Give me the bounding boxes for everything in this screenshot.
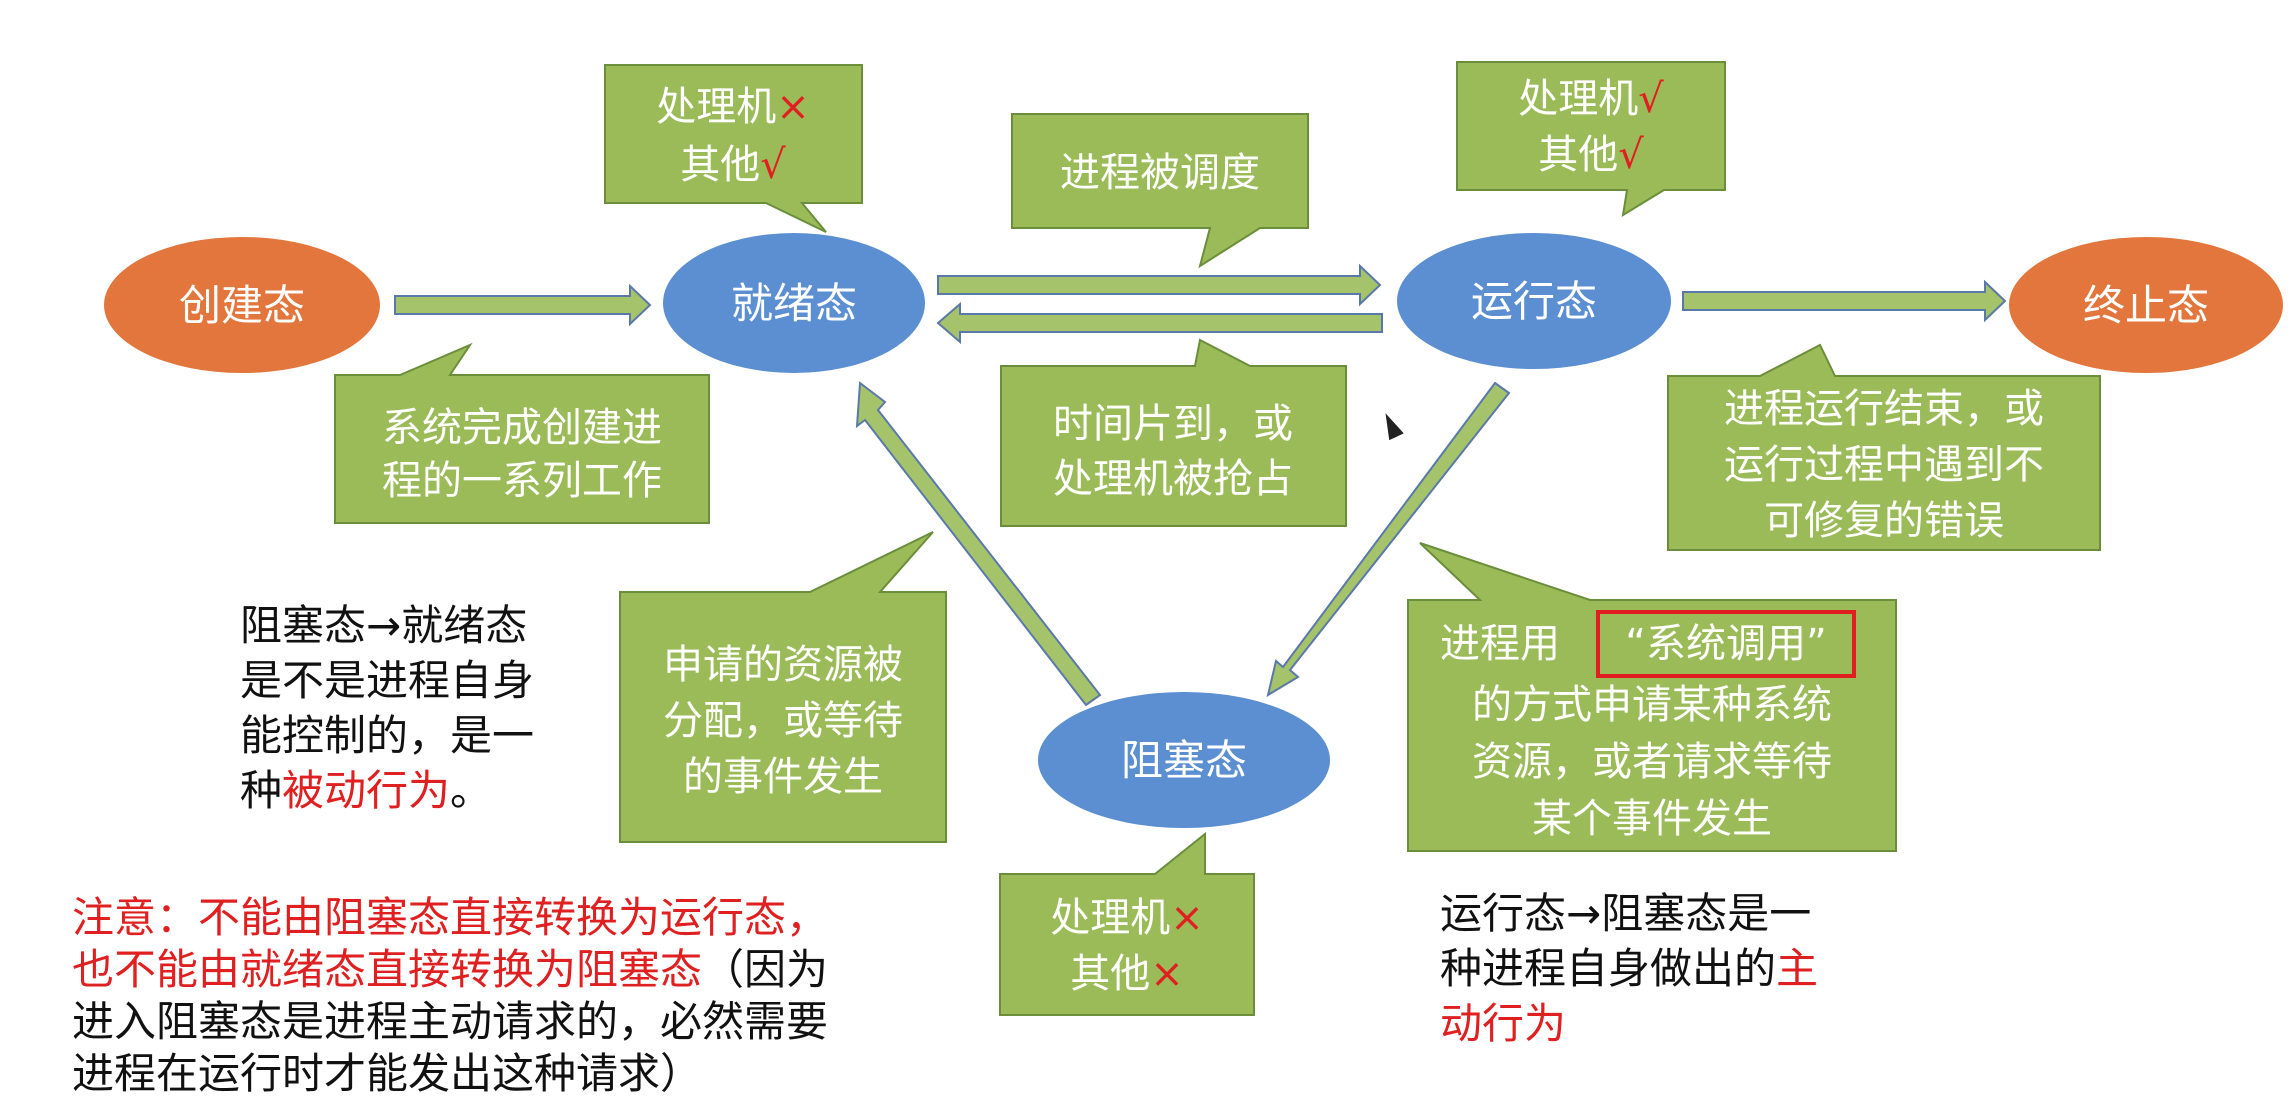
note-warning-line2: 也不能由就绪态直接转换为阻塞态（因为 [72,945,829,994]
arrow-running-to-ready [936,301,1383,345]
syscall-highlight-frame [1596,610,1856,678]
note-warning-line1: 注意：不能由阻塞态直接转换为运行态， [72,893,829,942]
syscall-prefix: 进程用 [1440,621,1560,667]
state-terminated-label: 终止态 [2083,281,2209,330]
running-resources-line2: 其他√ [1538,132,1644,178]
note-active: 运行态→阻塞态是一 种进程自身做出的主 动行为 [1440,886,1818,1051]
state-running-label: 运行态 [1471,277,1597,326]
callout-running-resources [1456,61,1726,217]
callout-create-done [334,342,710,524]
state-ready: 就绪态 [663,233,925,373]
timeslice-line2: 处理机被抢占 [1053,456,1293,502]
state-blocked: 阻塞态 [1038,692,1330,828]
ready-resources-line2: 其他√ [680,142,786,188]
terminate-line1: 进程运行结束，或 [1724,386,2044,432]
syscall-line1: 的方式申请某种系统 [1472,682,1832,728]
callout-blocked-resources [999,831,1255,1016]
note-warning-line4: 进程在运行时才能发出这种请求） [72,1049,703,1098]
terminate-line2: 运行过程中遇到不 [1724,442,2044,488]
callout-syscall [1407,542,1897,852]
state-blocked-label: 阻塞态 [1121,736,1247,785]
arrow-running-to-terminated [1682,279,2007,323]
callout-scheduled [1011,113,1309,269]
create-done-line1: 系统完成创建进 [382,405,662,451]
note-active-line2: 种进程自身做出的主 [1440,944,1819,993]
syscall-line2: 资源，或者请求等待 [1472,739,1832,785]
state-terminated: 终止态 [2009,237,2283,373]
note-passive-line2: 是不是进程自身 [240,656,535,705]
arrow-create-to-ready [394,283,652,327]
syscall-line3: 某个事件发生 [1532,796,1772,842]
note-active-line1: 运行态→阻塞态是一 [1440,889,1812,938]
note-passive: 阻塞态→就绪态 是不是进程自身 能控制的，是一 种被动行为。 [240,598,534,818]
terminate-line3: 可修复的错误 [1764,498,2004,544]
running-resources-line1: 处理机√ [1518,76,1664,122]
callout-terminate [1667,343,2101,551]
arrow-ready-to-running [937,263,1382,307]
ready-resources-line1: 处理机× [656,84,810,130]
resource-granted-line2: 分配，或等待 [663,698,903,744]
syscall-highlight: “系统调用” [1625,621,1826,667]
note-active-line3: 动行为 [1440,999,1567,1048]
resource-granted-line3: 的事件发生 [683,754,883,800]
note-passive-line1: 阻塞态→就绪态 [240,601,528,650]
note-passive-line4: 种被动行为。 [240,766,493,815]
note-warning: 注意：不能由阻塞态直接转换为运行态， 也不能由就绪态直接转换为阻塞态（因为 进入… [72,892,828,1100]
state-ready-label: 就绪态 [731,279,857,328]
state-running: 运行态 [1397,233,1671,369]
callout-ready-resources [604,64,863,233]
arrow-blocked-to-ready [855,381,1102,707]
scheduled-text: 进程被调度 [1060,150,1260,196]
timeslice-line1: 时间片到，或 [1053,401,1293,447]
callout-resource-granted [619,531,947,843]
arrow-running-to-blocked [1266,381,1511,698]
blocked-resources-line1: 处理机× [1050,895,1204,941]
state-create-label: 创建态 [179,281,305,330]
blocked-resources-line2: 其他× [1070,951,1184,997]
state-create: 创建态 [104,237,380,373]
create-done-line2: 程的一系列工作 [382,458,662,504]
resource-granted-line1: 申请的资源被 [663,642,903,688]
callout-timeslice [1000,338,1347,527]
note-passive-line3: 能控制的，是一 [240,711,535,760]
note-warning-line3: 进入阻塞态是进程主动请求的，必然需要 [72,997,829,1046]
